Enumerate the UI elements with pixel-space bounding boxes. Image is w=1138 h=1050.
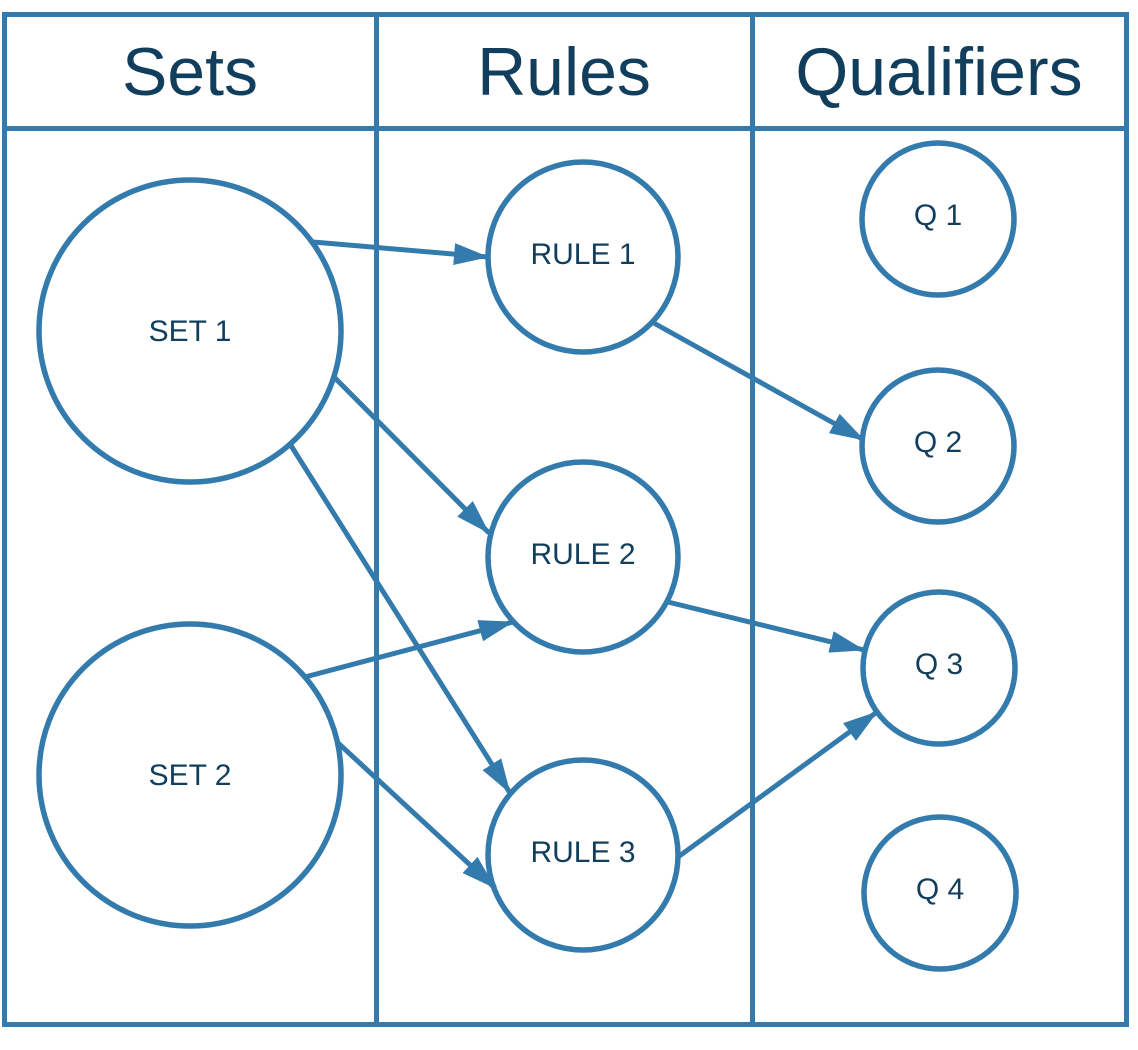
node-set1-label: SET 1 — [149, 315, 232, 348]
node-rule1-label: RULE 1 — [530, 238, 635, 271]
node-set2: SET 2 — [36, 621, 344, 929]
column-header-sets: Sets — [122, 34, 258, 110]
node-rule2-circle — [485, 459, 681, 655]
node-q2-label: Q 2 — [914, 426, 962, 459]
edge-rule2-q3 — [667, 599, 865, 653]
node-set2-circle — [36, 621, 344, 929]
edge-set2-rule2 — [304, 619, 514, 680]
edge-set1-rule1 — [312, 239, 489, 266]
node-rule2-label: RULE 2 — [530, 538, 635, 571]
node-q1: Q 1 — [859, 140, 1017, 298]
node-q2-circle — [859, 367, 1017, 525]
outer-border — [2, 12, 1129, 1027]
edge-set1-rule3 — [287, 442, 513, 795]
node-q3: Q 3 — [860, 589, 1018, 747]
node-set1: SET 1 — [36, 177, 344, 485]
edge-set1-rule2 — [333, 376, 491, 535]
node-rule1: RULE 1 — [485, 159, 681, 355]
node-q1-circle — [859, 140, 1017, 298]
column-header-qualifiers: Qualifiers — [795, 34, 1082, 110]
node-q4-label: Q 4 — [916, 873, 964, 906]
node-set1-circle — [36, 177, 344, 485]
node-q1-label: Q 1 — [914, 199, 962, 232]
edge-rule3-q3 — [676, 709, 879, 860]
column-header-rules: Rules — [477, 34, 651, 110]
node-q3-label: Q 3 — [915, 648, 963, 681]
edge-rule1-q2 — [650, 319, 866, 443]
node-q4-circle — [861, 814, 1019, 972]
node-q4: Q 4 — [861, 814, 1019, 972]
node-q2: Q 2 — [859, 367, 1017, 525]
node-set2-label: SET 2 — [149, 759, 232, 792]
node-rule3-label: RULE 3 — [530, 836, 635, 869]
node-q3-circle — [860, 589, 1018, 747]
node-rule2: RULE 2 — [485, 459, 681, 655]
node-rule3: RULE 3 — [485, 757, 681, 953]
edge-set2-rule3 — [335, 740, 497, 890]
